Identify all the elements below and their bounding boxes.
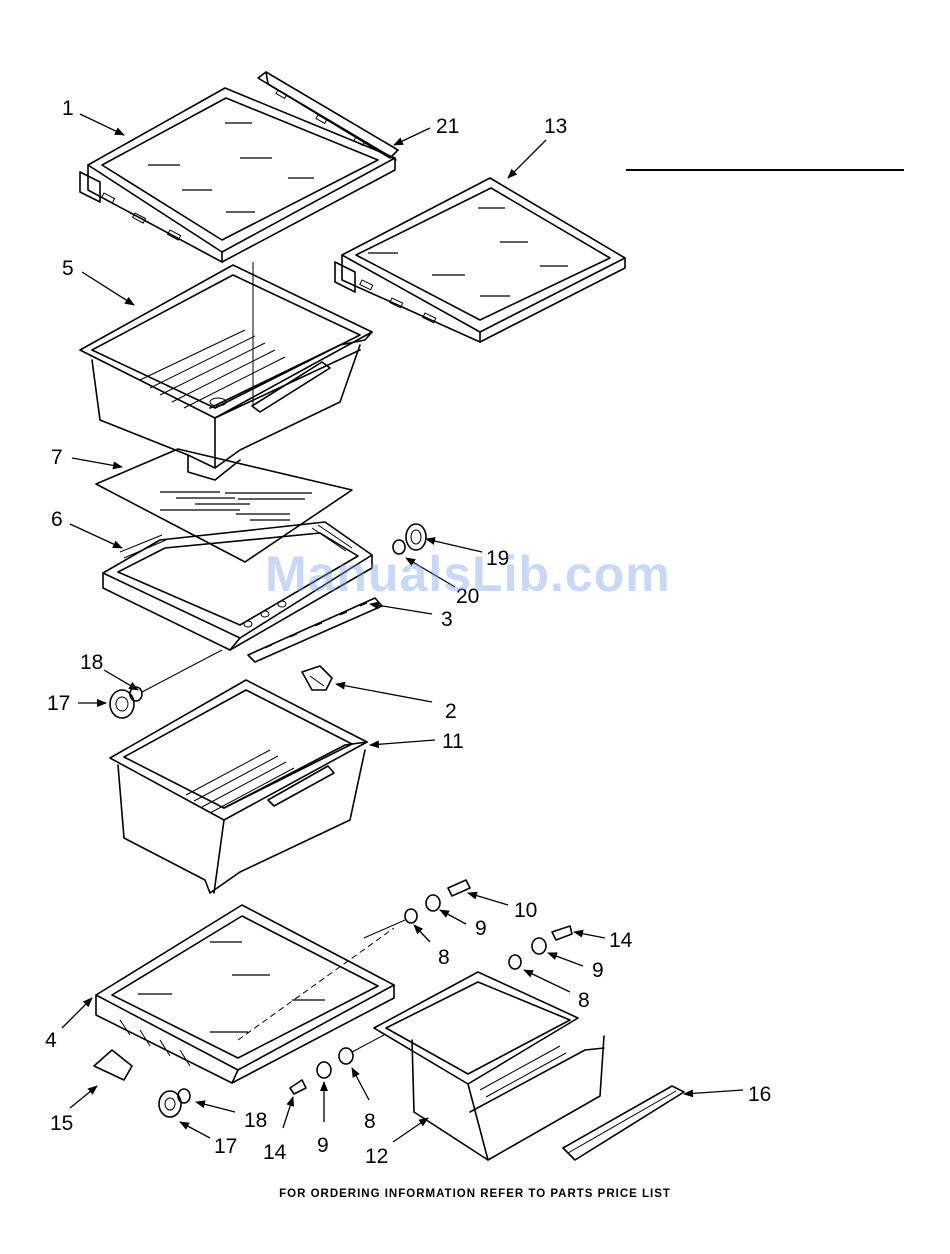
callout-8c: 8 — [364, 1110, 376, 1133]
callout-5: 5 — [62, 257, 74, 280]
callout-17: 17 — [47, 692, 70, 715]
part-mid-right-hardware — [509, 926, 572, 969]
callout-14: 14 — [609, 929, 633, 952]
callout-21: 21 — [436, 115, 459, 138]
part-21-rail — [258, 72, 398, 160]
callout-9b: 9 — [592, 959, 604, 982]
part-17-18-lower-wheel — [159, 1089, 190, 1117]
callout-8b: 8 — [578, 989, 590, 1012]
leader-lines — [62, 114, 743, 1142]
callout-16: 16 — [748, 1083, 771, 1106]
callout-14b: 14 — [263, 1141, 287, 1164]
watermark: ManualsLib.com — [265, 545, 671, 603]
callout-labels: 1 21 13 5 7 6 19 20 3 18 17 2 11 10 9 14… — [45, 97, 771, 1168]
callout-17b: 17 — [214, 1135, 237, 1158]
callout-4: 4 — [45, 1029, 57, 1052]
callout-18: 18 — [80, 651, 103, 674]
callout-1: 1 — [62, 97, 74, 120]
part-3-rail — [248, 598, 382, 662]
part-4-cover-frame — [96, 905, 394, 1083]
callout-3: 3 — [441, 608, 453, 631]
callout-9: 9 — [475, 917, 487, 940]
part-11-crisper-drawer — [110, 680, 367, 893]
callout-10: 10 — [514, 899, 537, 922]
callout-7: 7 — [51, 446, 63, 469]
callout-2: 2 — [445, 700, 457, 723]
part-15-clip — [94, 1050, 132, 1080]
part-2-clip — [302, 666, 332, 690]
callout-18b: 18 — [244, 1109, 267, 1132]
footer-note: FOR ORDERING INFORMATION REFER TO PARTS … — [0, 1188, 950, 1200]
callout-13: 13 — [544, 115, 567, 138]
part-5-crisper-drawer — [80, 262, 372, 480]
callout-9c: 9 — [317, 1134, 329, 1157]
callout-15: 15 — [50, 1112, 73, 1135]
callout-8: 8 — [438, 946, 450, 969]
part-lower-hardware — [290, 1035, 384, 1094]
part-1-glass-shelf — [80, 88, 395, 262]
part-13-glass-shelf — [335, 178, 625, 342]
part-16-handle — [563, 1086, 684, 1160]
callout-6: 6 — [51, 508, 63, 531]
callout-11: 11 — [442, 730, 464, 753]
callout-12: 12 — [365, 1145, 388, 1168]
part-upper-right-hardware — [364, 880, 470, 938]
